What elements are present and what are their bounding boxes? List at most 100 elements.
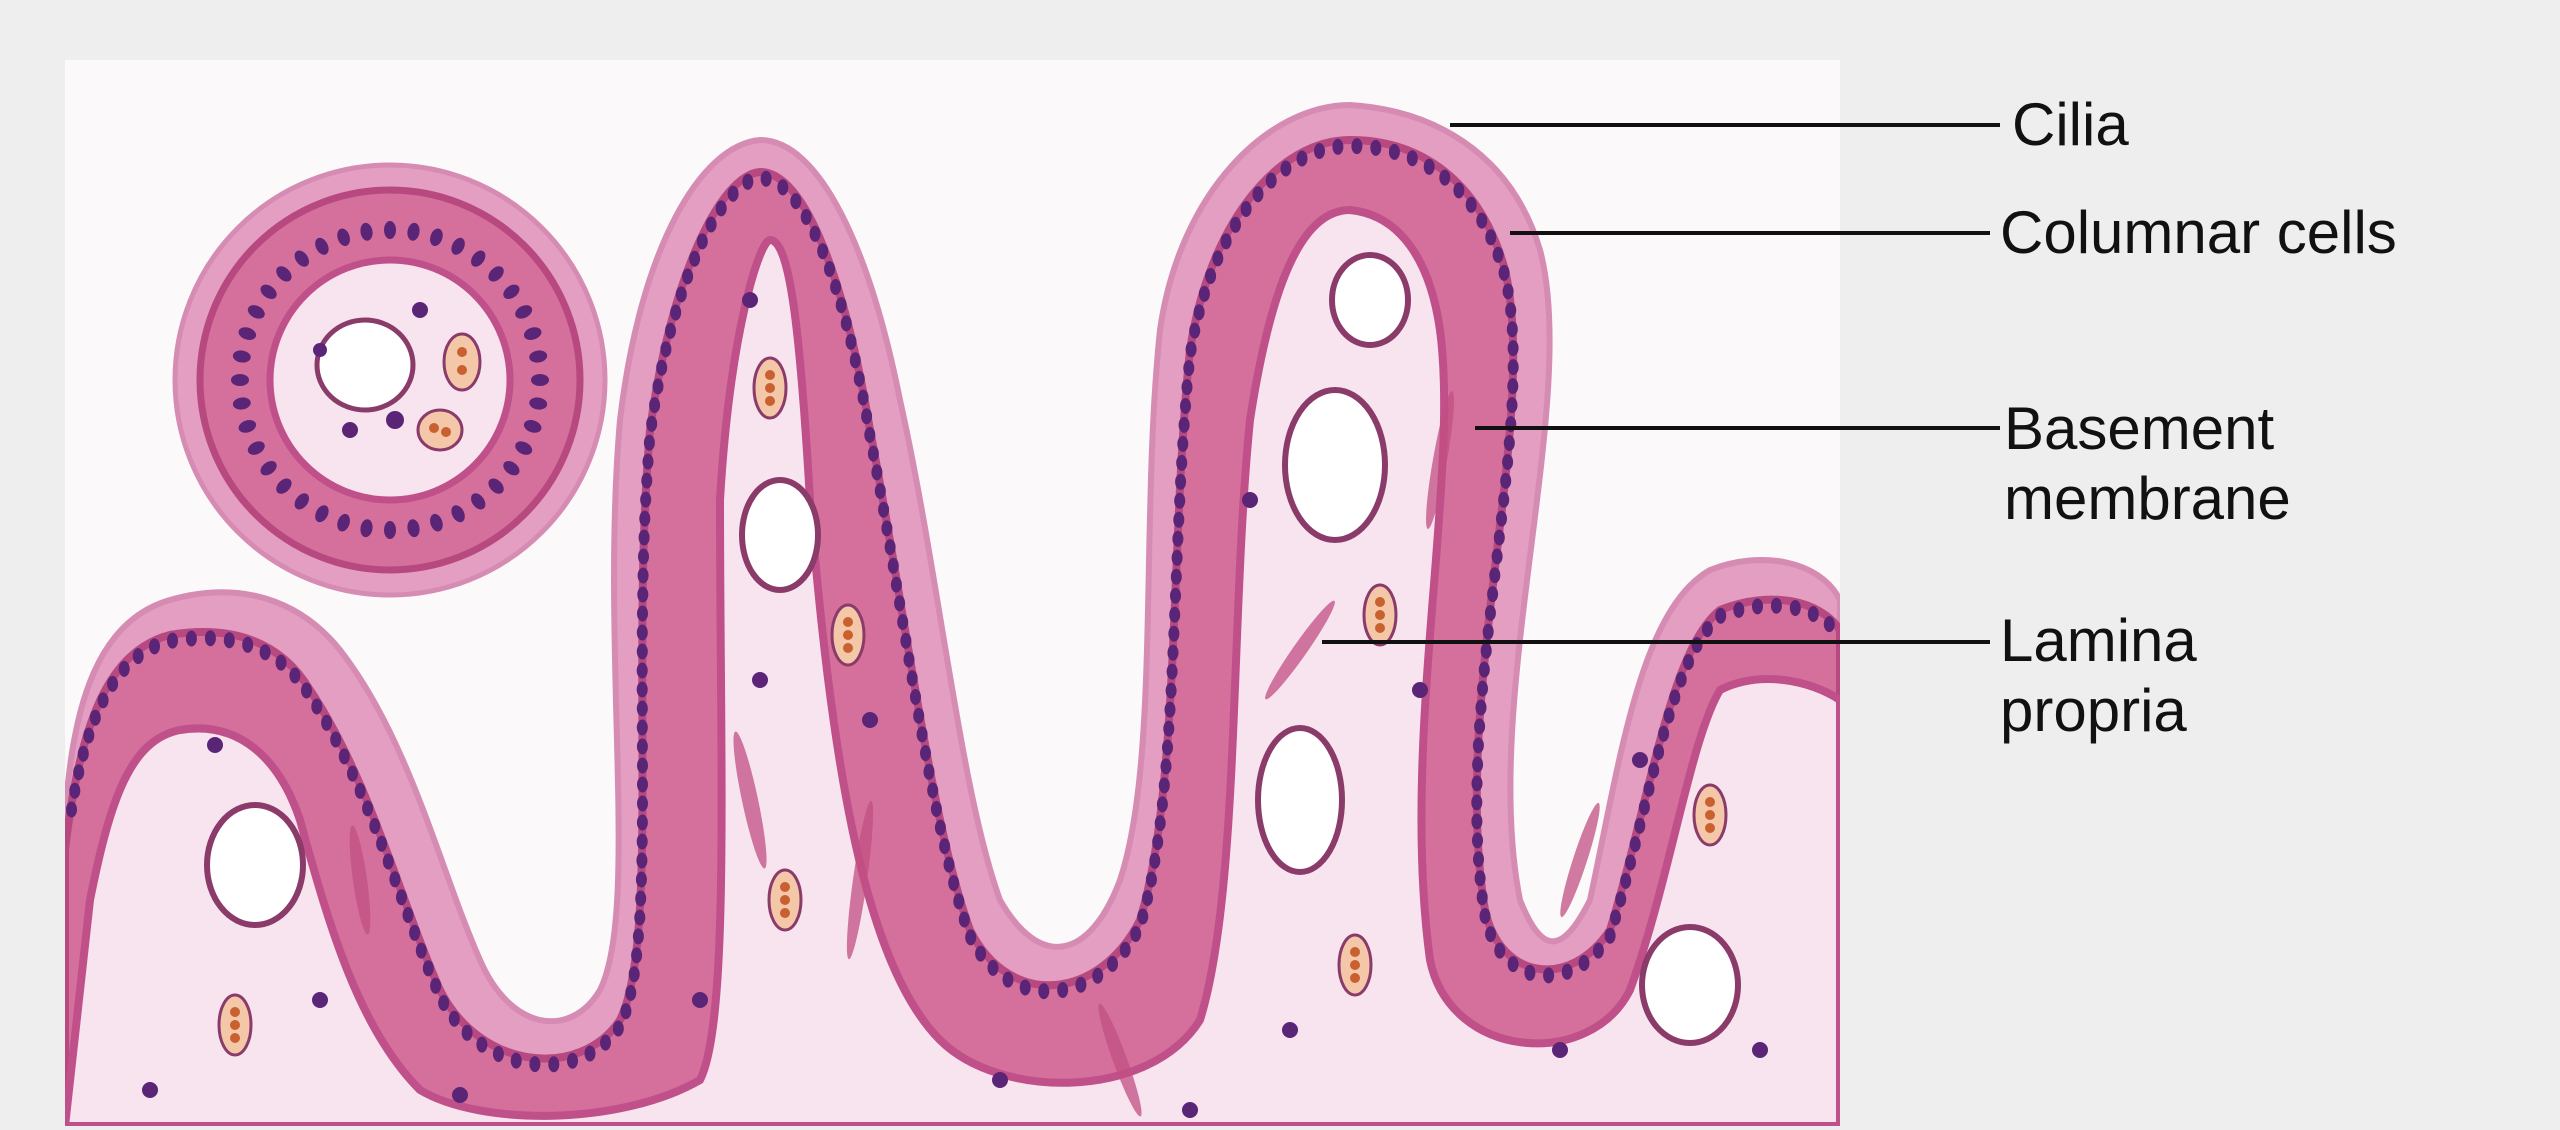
nucleus — [1176, 454, 1188, 471]
nucleus — [1332, 138, 1344, 155]
nucleus — [840, 315, 852, 332]
nucleus — [1489, 567, 1501, 584]
nucleus — [632, 928, 644, 945]
nucleus — [1610, 909, 1621, 926]
nucleus — [1498, 491, 1510, 508]
nucleus — [83, 727, 95, 744]
nucleus — [354, 782, 366, 799]
nucleus — [1524, 964, 1536, 981]
nucleus — [1715, 607, 1727, 624]
nucleus — [289, 667, 301, 684]
nucleus — [916, 726, 928, 743]
nucleus — [515, 441, 533, 455]
nucleus — [1107, 955, 1118, 972]
nucleus — [636, 814, 648, 831]
nucleus — [1479, 908, 1491, 924]
nucleus — [1506, 397, 1518, 414]
nucleus — [910, 689, 921, 705]
nucleus — [853, 370, 865, 387]
nucleus — [529, 397, 548, 410]
nucleus — [646, 415, 658, 432]
nucleus — [867, 445, 879, 462]
nucleus — [471, 250, 486, 267]
nucleus — [294, 250, 309, 267]
nucleus — [881, 520, 893, 537]
nucleus — [817, 243, 829, 260]
nucleus — [476, 1036, 488, 1053]
nucleus — [204, 630, 216, 647]
nucleus — [1092, 967, 1104, 984]
cilia-label: Cilia — [2012, 91, 2129, 158]
nucleus — [369, 818, 381, 834]
nucleus — [1494, 942, 1506, 959]
nucleus — [260, 284, 277, 299]
nucleus — [97, 692, 109, 709]
nucleus — [1252, 186, 1264, 203]
nucleus — [231, 374, 249, 386]
nucleus — [890, 576, 902, 593]
nucleus — [927, 782, 939, 799]
nucleus — [118, 660, 130, 677]
nucleus — [523, 420, 542, 433]
nucleus — [1170, 568, 1182, 585]
nucleus — [790, 193, 802, 210]
nucleus — [242, 636, 254, 653]
nucleus — [1478, 661, 1490, 678]
nucleus — [1370, 139, 1382, 156]
nucleus — [1174, 492, 1186, 509]
cross-section-capillary — [416, 408, 464, 452]
nucleus — [1507, 340, 1519, 357]
nucleus — [315, 237, 329, 255]
epithelial-tissue — [65, 101, 1840, 1126]
nucleus — [1669, 689, 1681, 706]
nucleus — [1620, 872, 1632, 889]
nucleus — [1701, 621, 1713, 638]
fibroblast — [1426, 391, 1454, 529]
cross-section-capillary — [442, 332, 482, 392]
nucleus — [382, 853, 394, 870]
nucleus — [1280, 160, 1292, 177]
nucleus — [887, 557, 899, 574]
nucleus — [376, 835, 388, 852]
nucleus — [422, 960, 434, 977]
nucleus — [1149, 852, 1161, 869]
nucleus — [1648, 762, 1660, 779]
nucleus — [448, 1010, 460, 1027]
nucleus — [637, 586, 649, 603]
nucleus — [1823, 616, 1835, 633]
nucleus — [384, 221, 396, 239]
nucleus — [1119, 941, 1131, 958]
nucleus — [639, 510, 651, 527]
nucleus — [312, 992, 328, 1008]
nucleus — [638, 548, 649, 565]
nucleus — [1165, 682, 1177, 699]
leader-lines — [1322, 123, 2000, 644]
nucleus — [1198, 285, 1210, 302]
nucleus — [1453, 182, 1465, 199]
nucleus — [1484, 605, 1496, 621]
nucleus — [1154, 815, 1166, 832]
nucleus — [1170, 587, 1181, 604]
nucleus — [1173, 511, 1185, 528]
nucleus — [1480, 642, 1492, 659]
nucleus — [612, 1020, 624, 1037]
nucleus — [637, 605, 648, 622]
nucleus — [894, 595, 906, 612]
nucleus — [1491, 548, 1503, 565]
nucleus — [1500, 472, 1512, 489]
nucleus — [360, 519, 373, 538]
nucleus — [77, 745, 89, 762]
basement-membrane-label: Basement membrane — [2004, 395, 2291, 532]
nucleus — [567, 1052, 578, 1069]
nucleus — [276, 478, 292, 494]
nucleus — [849, 352, 861, 369]
nucleus — [430, 228, 443, 247]
nucleus — [294, 493, 309, 510]
nucleus — [1653, 744, 1665, 760]
nucleus — [1230, 216, 1241, 233]
nucleus — [1770, 597, 1782, 614]
nucleus — [1178, 416, 1190, 433]
nucleus — [1482, 623, 1494, 640]
nucleus — [1507, 359, 1519, 376]
nucleus — [321, 714, 333, 731]
